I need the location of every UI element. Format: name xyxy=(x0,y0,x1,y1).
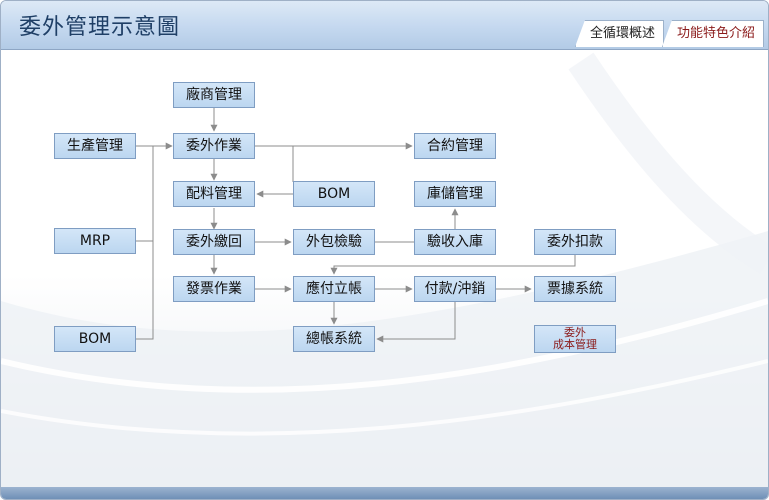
node-vendor-mgmt[interactable]: 廠商管理 xyxy=(173,82,255,108)
node-mrp[interactable]: MRP xyxy=(54,228,136,254)
node-outsource-cost[interactable]: 委外 成本管理 xyxy=(534,325,616,353)
node-outsource-op[interactable]: 委外作業 xyxy=(173,133,255,159)
node-invoice-op[interactable]: 發票作業 xyxy=(173,276,255,302)
tab-features[interactable]: 功能特色介紹 xyxy=(661,20,764,47)
node-payment-offset[interactable]: 付款/沖銷 xyxy=(414,276,496,302)
tab-overview[interactable]: 全循環概述 xyxy=(574,20,664,47)
outsource-cost-line2: 成本管理 xyxy=(553,338,597,351)
connector-payment-to-gl xyxy=(376,302,456,343)
node-material-alloc[interactable]: 配料管理 xyxy=(173,181,255,207)
node-contract-mgmt[interactable]: 合約管理 xyxy=(414,133,496,159)
tab-bar: 全循環概述 功能特色介紹 xyxy=(574,20,764,47)
node-accounts-payable[interactable]: 應付立帳 xyxy=(293,276,375,302)
outsource-cost-line1: 委外 xyxy=(564,326,586,339)
node-bom-center[interactable]: BOM xyxy=(293,181,375,207)
footer-bar xyxy=(1,487,768,499)
page-title: 委外管理示意圖 xyxy=(19,15,181,40)
node-notes-system[interactable]: 票據系統 xyxy=(534,276,616,302)
node-outsource-deduction[interactable]: 委外扣款 xyxy=(534,229,616,255)
node-outsource-inspection[interactable]: 外包檢驗 xyxy=(293,229,375,255)
node-receiving[interactable]: 驗收入庫 xyxy=(414,229,496,255)
node-outsource-return[interactable]: 委外繳回 xyxy=(173,229,255,255)
header-bar: 委外管理示意圖 全循環概述 功能特色介紹 xyxy=(1,1,768,50)
connector-deduction-to-ap xyxy=(330,254,576,275)
node-inventory-mgmt[interactable]: 庫儲管理 xyxy=(414,181,496,207)
node-general-ledger[interactable]: 總帳系統 xyxy=(293,326,375,352)
node-bom-left[interactable]: BOM xyxy=(54,326,136,352)
node-production-mgmt[interactable]: 生產管理 xyxy=(54,133,136,159)
connector-bom-left xyxy=(136,146,154,340)
